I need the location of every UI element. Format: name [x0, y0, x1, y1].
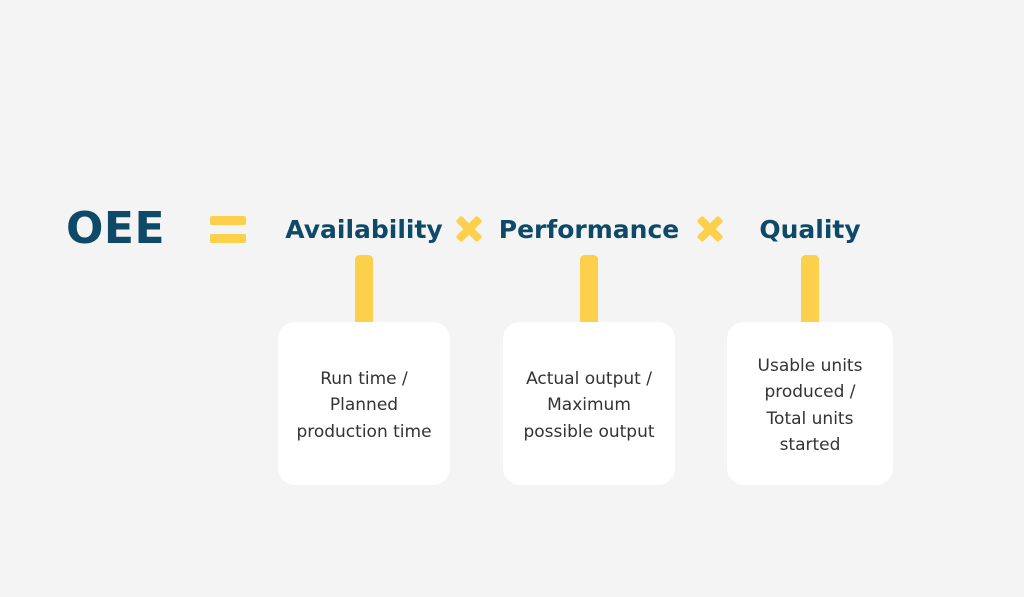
definition-text-availability: Run time / Planned production time: [296, 368, 432, 442]
factor-label-performance: Performance: [498, 214, 680, 244]
equals-bar-bottom: [210, 233, 246, 243]
formula-row: OEE = Availability × Performance × Quali…: [0, 196, 1024, 262]
definition-text-quality: Usable units produced / Total units star…: [757, 355, 863, 455]
definition-card-performance: Actual output / Maximum possible output: [503, 322, 675, 485]
multiply-sign-icon-2: ×: [690, 196, 730, 262]
equals-sign-icon: =: [209, 196, 247, 262]
definition-card-availability: Run time / Planned production time: [278, 322, 450, 485]
equals-symbol-text: =: [228, 229, 229, 230]
times-glyph-2: [696, 215, 724, 243]
definition-text-performance: Actual output / Maximum possible output: [523, 368, 655, 442]
page-title: OEE: [66, 203, 166, 254]
times-glyph-1: [455, 215, 483, 243]
equals-bar-top: [210, 215, 246, 225]
factor-label-availability: Availability: [285, 214, 443, 244]
definition-card-quality: Usable units produced / Total units star…: [727, 322, 893, 485]
factor-label-quality: Quality: [759, 214, 861, 244]
multiply-sign-icon-1: ×: [449, 196, 489, 262]
